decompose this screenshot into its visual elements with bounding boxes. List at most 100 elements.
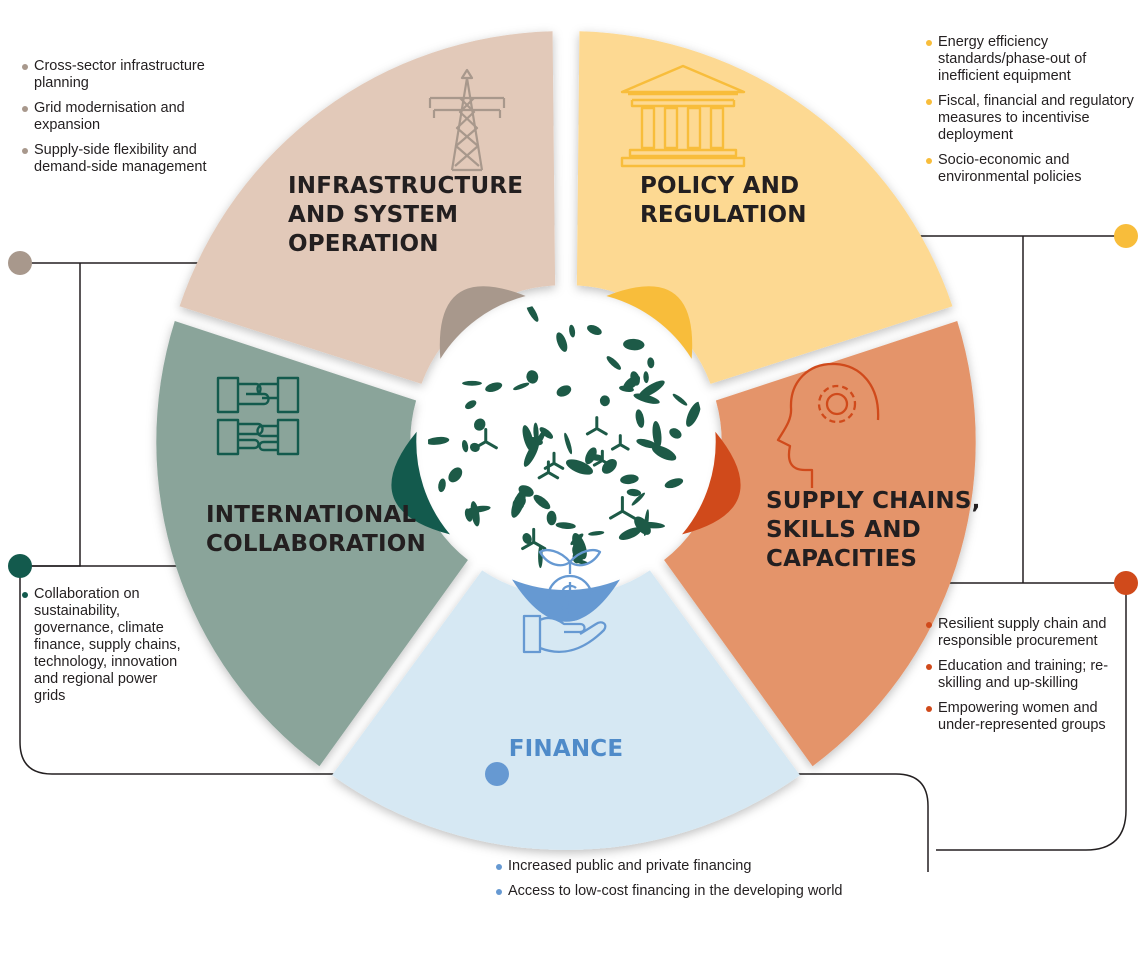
- pattern-leaf: [470, 501, 480, 527]
- head-with-gear-icon: [776, 362, 880, 488]
- bullet-text: Grid modernisation and expansion: [34, 100, 185, 133]
- pattern-leaf: [588, 530, 605, 536]
- bullet-item: Fiscal, financial and regulatory measure…: [926, 93, 1136, 144]
- infrastructure-bullet-list: Cross-sector infrastructure planning Gri…: [22, 58, 222, 184]
- pattern-leaf: [556, 385, 572, 397]
- pattern-leaf: [473, 418, 486, 431]
- pattern-leaf: [634, 516, 651, 535]
- pattern-leaf: [631, 492, 645, 506]
- pattern-turbine: [473, 427, 498, 450]
- node-international: [8, 554, 32, 578]
- pattern-leaf: [438, 478, 446, 493]
- title-finance: FINANCE: [509, 736, 624, 762]
- joined-hands-icon: [216, 376, 300, 456]
- bullet-item: Energy efficiency standards/phase-out of…: [926, 34, 1136, 85]
- pattern-leaf: [535, 429, 546, 446]
- pattern-leaf: [647, 357, 655, 369]
- pattern-leaf: [620, 474, 639, 485]
- bullet-text: Fiscal, financial and regulatory measure…: [938, 93, 1134, 143]
- inner-arcs: [391, 286, 741, 622]
- bullet-text: Empowering women and under-represented g…: [938, 700, 1106, 733]
- title-line: FINANCE: [509, 736, 624, 762]
- bullet-dot: [926, 40, 932, 46]
- bullet-dot: [926, 622, 932, 628]
- pattern-leaf: [464, 508, 473, 522]
- title-infrastructure: INFRASTRUCTURE AND SYSTEM OPERATION: [288, 173, 531, 257]
- bullet-dot: [926, 706, 932, 712]
- bullet-dot: [22, 64, 28, 70]
- pattern-leaf: [555, 522, 576, 530]
- pattern-turbine: [610, 434, 630, 451]
- pattern-leaf: [511, 489, 526, 518]
- title-line: CAPACITIES: [766, 546, 917, 572]
- bullet-item: Increased public and private financing: [496, 858, 856, 875]
- pattern-leaf: [618, 527, 642, 541]
- title-line: INFRASTRUCTURE: [288, 173, 523, 199]
- bullet-text: Socio-economic and environmental policie…: [938, 152, 1082, 185]
- bullet-text: Increased public and private financing: [508, 858, 752, 874]
- bullet-text: Resilient supply chain and responsible p…: [938, 616, 1107, 649]
- pattern-leaf: [619, 385, 634, 392]
- bullet-dot: [22, 592, 28, 598]
- title-line: SKILLS AND: [766, 517, 921, 543]
- government-building-icon: [620, 64, 746, 168]
- pattern-leaf: [623, 338, 645, 351]
- pattern-leaf: [525, 302, 539, 322]
- pattern-turbine: [609, 496, 636, 520]
- bullet-text: Education and training; re-skilling and …: [938, 658, 1109, 691]
- pattern-leaf: [533, 422, 539, 442]
- pattern-leaf: [556, 332, 568, 352]
- inner-arc-policy: [606, 286, 693, 359]
- pattern-leaf: [533, 494, 551, 510]
- inner-arc-finance: [512, 579, 620, 622]
- title-international: INTERNATIONAL COLLABORATION: [206, 502, 426, 557]
- pattern-turbine: [592, 449, 612, 467]
- title-line: AND SYSTEM: [288, 202, 458, 228]
- title-policy: POLICY AND REGULATION: [640, 173, 808, 228]
- pattern-leaf: [523, 440, 540, 467]
- hand-money-plant-icon: [522, 549, 607, 654]
- pattern-leaf: [672, 393, 688, 406]
- policy-bullet-list: Energy efficiency standards/phase-out of…: [926, 34, 1136, 194]
- pattern-leaf: [633, 393, 660, 404]
- bullet-item: Education and training; re-skilling and …: [926, 658, 1126, 692]
- bullet-item: Supply-side flexibility and demand-side …: [22, 142, 222, 176]
- bullet-dot: [496, 864, 502, 870]
- title-line: OPERATION: [288, 231, 439, 257]
- title-line: SUPPLY CHAINS,: [766, 488, 981, 514]
- supply-chains-bullet-list: Resilient supply chain and responsible p…: [926, 616, 1126, 742]
- node-supply-chains: [1114, 571, 1138, 595]
- pattern-leaf: [626, 488, 642, 497]
- bullet-text: Energy efficiency standards/phase-out of…: [938, 34, 1087, 84]
- bullet-dot: [926, 664, 932, 670]
- pattern-leaf: [448, 467, 463, 483]
- pattern-leaf: [526, 370, 539, 384]
- pattern-leaf: [669, 428, 682, 439]
- bullet-dot: [926, 158, 932, 164]
- pattern-leaf: [638, 380, 665, 398]
- title-line: POLICY AND: [640, 173, 799, 199]
- bullet-item: Socio-economic and environmental policie…: [926, 152, 1136, 186]
- inner-arc-supply-chains: [682, 431, 741, 535]
- node-finance: [485, 762, 509, 786]
- pattern-leaf: [522, 533, 532, 544]
- pattern-leaf: [462, 380, 482, 386]
- segment-international: [156, 321, 468, 767]
- segment-supply-chains: [664, 321, 976, 767]
- center-pattern: [428, 302, 704, 578]
- pattern-leaf: [461, 439, 469, 453]
- pattern-leaf: [652, 420, 662, 449]
- international-bullet-list: Collaboration on sustainability, governa…: [22, 586, 192, 713]
- bullet-item: Cross-sector infrastructure planning: [22, 58, 222, 92]
- bullet-text: Cross-sector infrastructure planning: [34, 58, 205, 91]
- bullet-text: Access to low-cost financing in the deve…: [508, 883, 843, 899]
- segment-finance: [331, 570, 801, 850]
- title-line: REGULATION: [640, 202, 807, 228]
- bullet-dot: [926, 99, 932, 105]
- title-supply-chains: SUPPLY CHAINS, SKILLS AND CAPACITIES: [766, 488, 989, 572]
- bullet-text: Supply-side flexibility and demand-side …: [34, 142, 207, 175]
- bullet-dot: [22, 106, 28, 112]
- title-line: INTERNATIONAL: [206, 502, 416, 528]
- pattern-turbine: [537, 460, 560, 480]
- pattern-turbine: [521, 527, 547, 551]
